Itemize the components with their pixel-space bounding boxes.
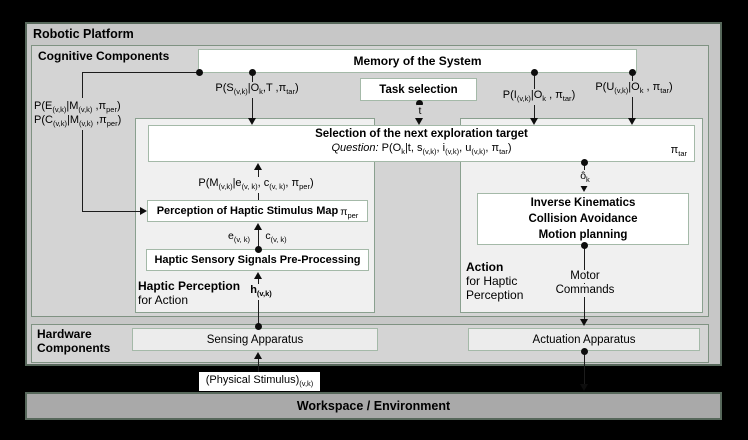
arrowhead (248, 118, 256, 125)
arrowhead (254, 272, 262, 279)
task-selection-box: Task selection (360, 78, 477, 101)
actuation-apparatus-title: Actuation Apparatus (532, 333, 636, 346)
motor-label-line2: Commands (551, 284, 619, 297)
prob-s-label: P(S(v,k)|Ok,T ,πtar) (212, 82, 302, 99)
connector-line (82, 72, 199, 73)
junction-dot (416, 100, 423, 107)
prob-i-label: P(I(v,k)|Ok , πtar) (499, 89, 579, 106)
arrowhead (628, 118, 636, 125)
prob-e-label: P(E(v,k)|M(v,k) ,πper) (32, 100, 123, 117)
junction-dot (196, 69, 203, 76)
ik-line1: Inverse Kinematics (530, 197, 636, 209)
prob-m-label: P(M(v,k)|e(v, k), c(v, k), πper) (195, 177, 317, 194)
selection-question-label: Question: (331, 142, 379, 155)
prob-u-label: P(U(v,k)|Ok , πtar) (592, 81, 676, 98)
junction-dot (255, 323, 262, 330)
workspace-environment-bar: Workspace / Environment (25, 392, 722, 420)
memory-box: Memory of the System (198, 49, 637, 73)
arrowhead (254, 352, 262, 359)
junction-dot (581, 242, 588, 249)
action-caption-rest2: Perception (466, 288, 524, 302)
pi-per-label: πper (340, 205, 359, 221)
pi-tar-label: πtar (670, 144, 687, 159)
haptic-perception-caption-rest: for Action (138, 293, 189, 307)
junction-dot (581, 159, 588, 166)
arrowhead (254, 223, 262, 230)
selection-target-title: Selection of the next exploration target (315, 128, 528, 141)
junction-dot (531, 69, 538, 76)
action-caption: Action (466, 260, 504, 274)
junction-dot (629, 69, 636, 76)
selection-question-formula: P(Ok|t, s(v,k), i(v,k), u(v,k), πtar) (381, 142, 512, 157)
hardware-title-line2: Components (37, 341, 111, 355)
t-label: t (416, 105, 424, 118)
arrowhead (580, 185, 588, 192)
arrowhead (140, 207, 147, 215)
o-hat-label: ôk (577, 170, 593, 187)
action-caption-rest1: for Haptic (466, 274, 518, 288)
connector-line (584, 351, 585, 384)
physical-stimulus-label: (Physical Stimulus)(v,k) (205, 374, 314, 389)
perception-map-box: Perception of Haptic Stimulus Map πper (147, 200, 368, 222)
perception-map-title: Perception of Haptic Stimulus Map (156, 205, 339, 217)
preprocessing-title: Haptic Sensory Signals Pre-Processing (154, 254, 361, 266)
connector-line (258, 230, 259, 249)
arrowhead (580, 319, 588, 326)
arrowhead (254, 163, 262, 170)
workspace-environment-title: Workspace / Environment (296, 399, 451, 413)
h-signal-label: h(v,k) (247, 284, 275, 301)
motor-label-line1: Motor (566, 270, 604, 283)
ik-line2: Collision Avoidance (528, 213, 638, 225)
sensing-apparatus-title: Sensing Apparatus (206, 333, 304, 346)
sensing-apparatus-box: Sensing Apparatus (132, 328, 378, 351)
hardware-title-line1: Hardware (37, 327, 92, 341)
connector-line (258, 279, 259, 327)
task-selection-title: Task selection (379, 83, 458, 96)
junction-dot (249, 69, 256, 76)
e-signal-label: e(v, k) (226, 230, 252, 247)
connector-line (82, 72, 83, 98)
arrowhead (580, 384, 588, 391)
haptic-perception-caption: Haptic Perception (138, 279, 241, 293)
connector-line (82, 130, 83, 211)
physical-stimulus-box: (Physical Stimulus)(v,k) (199, 372, 320, 391)
preprocessing-box: Haptic Sensory Signals Pre-Processing (146, 249, 369, 271)
memory-box-title: Memory of the System (353, 54, 482, 68)
arrowhead (415, 118, 423, 125)
connector-line (258, 359, 259, 372)
cognitive-components-title: Cognitive Components (38, 49, 170, 63)
connector-line (82, 211, 140, 212)
junction-dot (255, 246, 262, 253)
prob-c-label: P(C(v,k)|M(v,k) ,πper) (32, 114, 124, 131)
junction-dot (581, 348, 588, 355)
c-signal-label: c(v, k) (263, 230, 289, 247)
selection-target-box: Selection of the next exploration target… (148, 125, 695, 162)
inverse-kinematics-box: Inverse Kinematics Collision Avoidance M… (477, 193, 689, 245)
ik-line3: Motion planning (538, 229, 628, 241)
robotic-platform-title: Robotic Platform (33, 27, 134, 41)
arrowhead (530, 118, 538, 125)
